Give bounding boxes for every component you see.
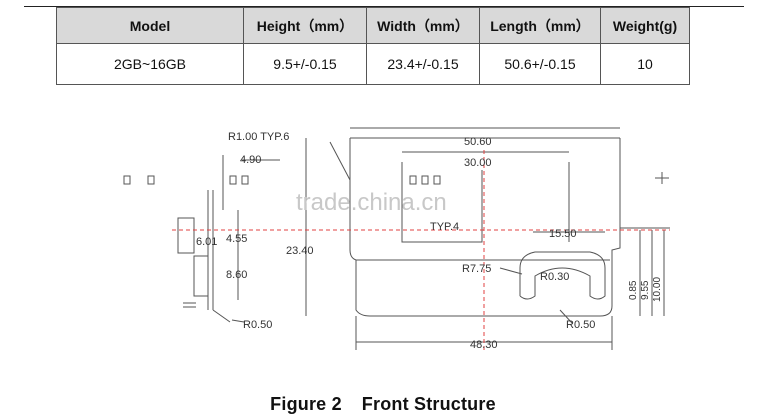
dim-r050-right: R0.50 <box>566 319 595 331</box>
cell-length: 50.6+/-0.15 <box>479 43 601 85</box>
front-structure-drawing: R1.00 TYP.6 4.90 6.01 4.55 8.60 R0.50 50… <box>123 127 670 351</box>
dim-860: 8.60 <box>226 269 247 281</box>
cell-width: 23.4+/-0.15 <box>366 43 480 85</box>
figure-caption: Figure 2 Front Structure <box>0 394 766 415</box>
dim-r100: R1.00 TYP.6 <box>228 131 289 143</box>
header-length: Length（mm） <box>479 7 601 44</box>
header-width: Width（mm） <box>366 7 480 44</box>
header-height: Height（mm） <box>243 7 367 44</box>
dim-2340: 23.40 <box>286 245 314 257</box>
watermark: trade.china.cn <box>296 189 447 216</box>
cell-weight: 10 <box>600 43 690 85</box>
dim-5060: 50.60 <box>464 136 492 148</box>
dim-601: 6.01 <box>196 236 217 248</box>
dim-955: 9.55 <box>640 280 651 300</box>
header-weight: Weight(g) <box>600 7 690 44</box>
cell-model: 2GB~16GB <box>56 43 244 85</box>
dim-4830: 48.30 <box>470 339 498 351</box>
top-rule <box>24 6 744 7</box>
dim-r775: R7.75 <box>462 263 491 275</box>
dim-r050-left: R0.50 <box>243 319 272 331</box>
dim-r030: R0.30 <box>540 271 569 283</box>
dim-455: 4.55 <box>226 233 247 245</box>
header-model: Model <box>56 7 244 44</box>
dim-1550: 15.50 <box>549 228 577 240</box>
table-row: 2GB~16GB 9.5+/-0.15 23.4+/-0.15 50.6+/-0… <box>56 43 690 85</box>
dim-3000: 30.00 <box>464 157 492 169</box>
dim-1000: 10.00 <box>652 277 663 302</box>
spec-table-header-row: Model Height（mm） Width（mm） Length（mm） We… <box>56 7 690 44</box>
spec-table: Model Height（mm） Width（mm） Length（mm） We… <box>56 7 690 85</box>
dim-085: 0.85 <box>628 280 639 300</box>
cell-height: 9.5+/-0.15 <box>243 43 367 85</box>
figure-title: Front Structure <box>361 394 496 414</box>
dim-490: 4.90 <box>240 154 261 166</box>
figure-number: Figure 2 <box>270 394 342 414</box>
dim-typ4: TYP.4 <box>430 221 459 233</box>
